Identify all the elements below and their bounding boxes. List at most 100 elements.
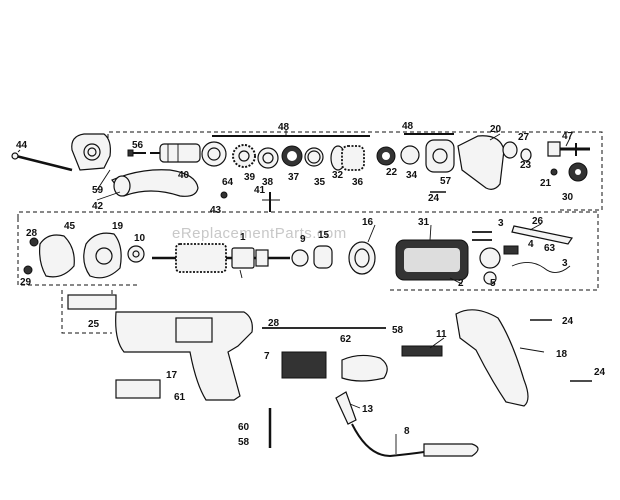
label-26: 26 [532,216,544,227]
part-30-chuck [568,162,588,182]
part-9-bearing [291,249,309,267]
label-13: 13 [362,404,374,415]
label-35: 35 [314,177,326,188]
part-8-cord-plug [351,423,479,458]
label-30: 30 [562,192,574,203]
label-47: 47 [562,131,574,142]
label-20: 20 [490,124,502,135]
part-22-nut [376,146,396,166]
label-1: 1 [240,232,246,243]
label-37: 37 [288,172,300,183]
part-34-washer [400,145,420,165]
label-16: 16 [362,217,374,228]
label-23: 23 [520,160,532,171]
part-29-screw [23,265,33,275]
part-39-gear [232,144,256,168]
part-25-nameplate [67,294,117,310]
label-3b: 3 [562,258,568,269]
part-41-screw [262,192,280,212]
label-48a: 48 [278,122,290,133]
part-3-screws [472,231,492,241]
label-61: 61 [174,392,186,403]
part-23-bushing [520,148,532,162]
label-38: 38 [262,177,274,188]
part-31-field [395,239,469,281]
label-5: 5 [490,278,496,289]
part-44-rod [11,152,73,172]
label-28a: 28 [26,228,38,239]
part-57-gear-case [425,139,455,173]
label-27: 27 [518,132,530,143]
part-61-label [115,379,161,399]
part-number-labels: 44 56 48 48 20 27 47 59 42 40 64 39 38 3… [16,121,606,448]
label-8: 8 [404,426,410,437]
label-64: 64 [222,177,234,188]
label-10: 10 [134,233,146,244]
label-57: 57 [440,176,452,187]
part-28-screw [29,237,39,247]
part-38-bearing [257,147,279,169]
label-29: 29 [20,277,32,288]
label-45: 45 [64,221,76,232]
label-22: 22 [386,167,398,178]
part-32-36-gear-assembly [330,145,365,171]
label-58b: 58 [238,437,250,448]
label-28b: 28 [268,318,280,329]
part-20-gear-housing [457,135,505,190]
label-44: 44 [16,140,28,151]
top-group-outline [107,131,603,211]
label-34: 34 [406,170,418,181]
label-24c: 24 [594,367,606,378]
label-60: 60 [238,422,250,433]
label-63: 63 [544,243,556,254]
part-19-end-bell [83,232,122,279]
label-24a: 24 [428,193,440,204]
part-24-screws [530,319,592,382]
part-40-spindle [150,143,201,163]
label-25: 25 [88,319,100,330]
label-11: 11 [436,329,447,340]
label-2: 2 [458,278,464,289]
label-31: 31 [418,217,430,228]
label-39: 39 [244,172,256,183]
part-26-63-bar [511,225,573,245]
part-37-washer [281,145,303,167]
label-59: 59 [92,185,104,196]
label-15: 15 [318,230,330,241]
part-64-bearing [201,141,227,167]
label-48b: 48 [402,121,414,132]
part-4-brush-holder [479,245,519,269]
label-9: 9 [300,234,306,245]
part-1-armature [152,243,290,273]
part-48-pins [212,133,454,137]
label-19: 19 [112,221,124,232]
label-4: 4 [528,239,534,250]
watermark-text: eReplacementParts.com [172,225,347,242]
part-5-spring [483,271,497,285]
label-41: 41 [254,185,266,196]
part-45-baffle [39,234,75,278]
part-17-housing-left [115,311,253,401]
part-27-bushing [502,141,518,159]
part-35-ring [304,147,324,167]
label-32: 32 [332,170,344,181]
label-24b: 24 [562,316,574,327]
part-21-screw [550,168,558,176]
part-59-handle-clamp [71,133,111,171]
label-58a: 58 [392,325,404,336]
part-56-screw [127,149,146,157]
part-15-bushing [313,245,333,269]
middle-group-outline [17,211,599,291]
label-40: 40 [178,170,190,181]
part-10-bearing [127,245,145,263]
label-36: 36 [352,177,364,188]
part-42-side-handle [111,169,199,197]
part-7-switch [281,351,388,382]
label-21: 21 [540,178,552,189]
part-47-chuck-key [547,141,590,157]
part-18-housing-right [455,309,529,407]
label-17: 17 [166,370,178,381]
label-3a: 3 [498,218,504,229]
part-13-strain-relief [335,391,357,425]
